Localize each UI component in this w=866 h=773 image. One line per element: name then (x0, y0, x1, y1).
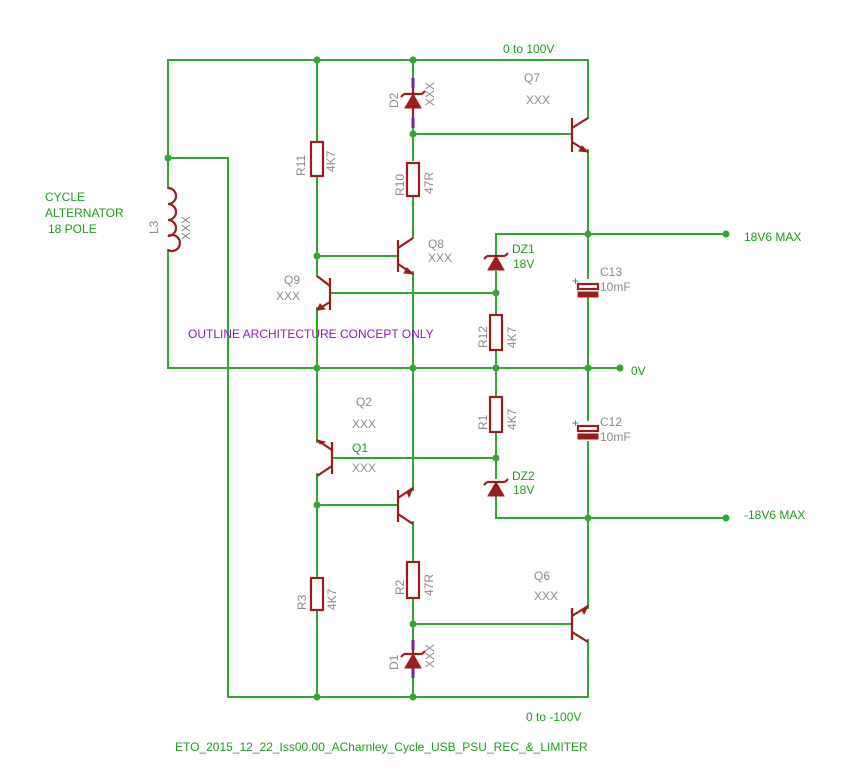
d1-value: XXX (423, 644, 437, 668)
resistor-r3: R3 4K7 (295, 576, 339, 612)
c12-ref: C12 (600, 415, 622, 429)
zener-dz1: DZ1 18V (483, 242, 535, 271)
r11-ref: R11 (294, 155, 308, 176)
dz1-ref: DZ1 (512, 242, 535, 256)
r12-value: 4K7 (505, 326, 519, 348)
c13-ref: C13 (600, 265, 622, 279)
r11-value: 4K7 (324, 150, 338, 172)
resistor-r1: R1 4K7 (476, 395, 519, 434)
top-rail-label: 0 to 100V (503, 42, 554, 56)
junctions (164, 56, 730, 701)
svg-text:+: + (572, 416, 579, 430)
r1-ref: R1 (476, 414, 490, 430)
bottom-rail-label: 0 to -100V (526, 710, 581, 724)
transistor-q9: Q9 XXX (276, 273, 332, 311)
alternator-label-line2: ALTERNATOR (45, 206, 124, 220)
q9-ref: Q9 (284, 273, 300, 287)
q7-ref: Q7 (524, 71, 540, 85)
l3-ref: L3 (147, 220, 161, 234)
alternator-label-line3: 18 POLE (48, 222, 97, 236)
r2-ref: R2 (393, 579, 407, 595)
svg-text:+: + (572, 274, 579, 288)
q1-ref: Q1 (352, 441, 368, 455)
resistor-r12: R12 4K7 (476, 313, 519, 352)
transistor-q6: Q6 XXX (534, 569, 590, 643)
capacitor-c12: + C12 10mF (572, 415, 631, 444)
r3-ref: R3 (295, 594, 309, 610)
wires (167, 59, 727, 698)
capacitor-c13: + C13 10mF (572, 265, 631, 298)
r12-ref: R12 (476, 326, 490, 348)
dz1-value: 18V (513, 257, 534, 271)
inductor-l3: L3 XXX (147, 186, 193, 253)
d2-value: XXX (423, 82, 437, 106)
q8-value: XXX (428, 251, 452, 265)
concept-note: OUTLINE ARCHITECTURE CONCEPT ONLY (188, 327, 434, 341)
resistor-r10: R10 47R (393, 161, 436, 198)
r1-value: 4K7 (505, 408, 519, 430)
d2-ref: D2 (387, 92, 401, 108)
q9-value: XXX (276, 289, 300, 303)
transistor-q2: Q2 XXX (315, 395, 376, 477)
net-labels: 0 to 100V 18V6 MAX 0V -18V6 MAX 0 to -10… (503, 42, 805, 724)
q2-ref: Q2 (356, 395, 372, 409)
r10-value: 47R (422, 172, 436, 194)
pos-output-label: 18V6 MAX (744, 230, 801, 244)
c12-value: 10mF (600, 430, 631, 444)
q2-value: XXX (352, 417, 376, 431)
r10-ref: R10 (393, 174, 407, 196)
transistor-q8: Q8 XXX (396, 237, 452, 275)
resistor-r11: R11 4K7 (294, 140, 338, 178)
r3-value: 4K7 (325, 588, 339, 610)
q8-ref: Q8 (428, 237, 444, 251)
q6-ref: Q6 (534, 569, 550, 583)
alternator-label-line1: CYCLE (45, 190, 85, 204)
zero-volt-label: 0V (631, 364, 646, 378)
diode-d1: D1 XXX (387, 640, 437, 678)
transistor-q7: Q7 XXX (524, 71, 590, 153)
neg-output-label: -18V6 MAX (744, 508, 805, 522)
zener-dz2: DZ2 18V (483, 469, 535, 497)
transistor-q1: Q1 XXX (352, 441, 415, 525)
q7-value: XXX (526, 93, 550, 107)
l3-value: XXX (179, 216, 193, 240)
resistor-r2: R2 47R (393, 560, 436, 600)
q6-value: XXX (534, 589, 558, 603)
q1-value: XXX (352, 461, 376, 475)
diode-d2: D2 XXX (387, 78, 437, 128)
r2-value: 47R (422, 574, 436, 596)
c13-value: 10mF (600, 280, 631, 294)
dz2-value: 18V (513, 483, 534, 497)
dz2-ref: DZ2 (512, 469, 535, 483)
drawing-footer: ETO_2015_12_22_Iss00.00_ACharnley_Cycle_… (175, 740, 588, 754)
d1-ref: D1 (387, 654, 401, 670)
